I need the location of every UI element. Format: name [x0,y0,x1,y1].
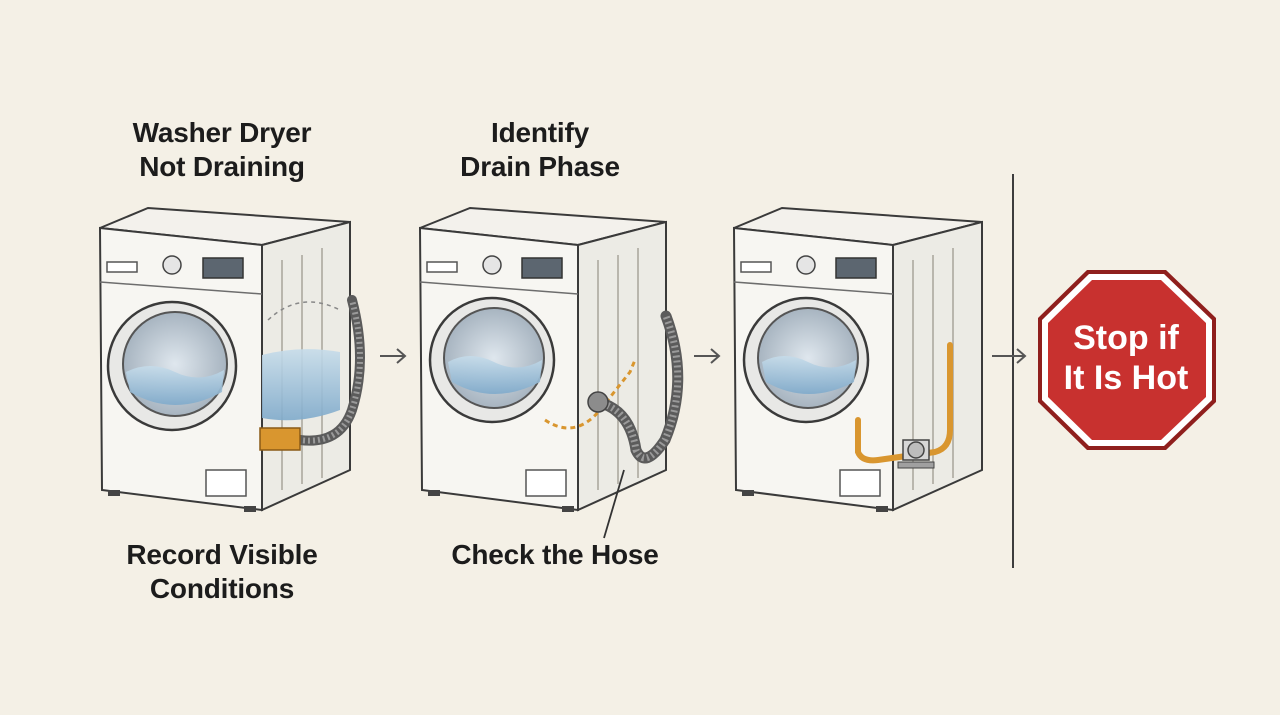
stop-sign-icon [1038,270,1216,450]
step-title-line: Washer Dryer [132,117,312,148]
step-caption-check-hose: Check the Hose [420,538,690,572]
step-caption-line: Check the Hose [451,539,659,570]
drain-hose-icon [587,310,684,539]
step-title-line: Drain Phase [460,151,620,182]
step-title-identify-drain-phase: Identify Drain Phase [410,116,670,184]
drain-hose-icon [259,295,365,451]
stop-sign-line: It Is Hot [1063,359,1189,397]
step-title-line: Not Draining [139,151,305,182]
step-caption-record-conditions: Record Visible Conditions [92,538,352,606]
washer-icon [418,206,667,512]
step-caption-line: Record Visible [126,539,318,570]
washer-icon [732,206,983,512]
step-caption-line: Conditions [149,573,295,604]
arrow-right-icon [992,348,1027,364]
drain-pump-icon [897,439,935,469]
stop-sign-line: Stop if [1073,319,1179,357]
stop-sign-text: Stop if It Is Hot [1038,318,1214,398]
arrow-right-icon [380,348,407,364]
arrow-right-icon [694,348,721,364]
step-title-line: Identify [491,117,589,148]
step-title-washer-not-draining: Washer Dryer Not Draining [92,116,352,184]
washer-icon [98,206,351,512]
